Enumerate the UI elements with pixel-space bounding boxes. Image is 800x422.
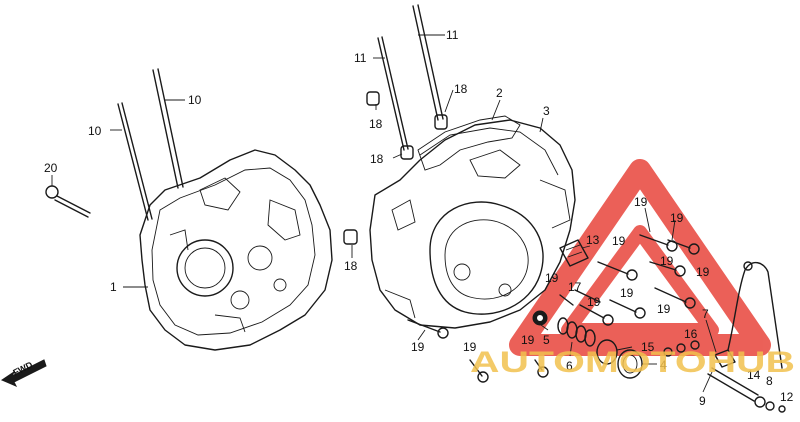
callout-labels: 1 2 3 4 5 6 7 8 9 10 10 11 11 12 13 14 1… xyxy=(44,28,794,408)
leader-lines xyxy=(51,34,717,393)
oring-15 xyxy=(596,339,618,365)
washers-16-17 xyxy=(663,340,700,357)
callout-19e: 19 xyxy=(587,295,601,309)
right-crankcase xyxy=(369,119,576,329)
bolt-19-f xyxy=(579,304,614,326)
callout-10a: 10 xyxy=(188,93,202,107)
callout-11a: 11 xyxy=(446,28,459,42)
callout-14: 14 xyxy=(747,368,761,382)
bolt-19-b xyxy=(667,239,700,255)
fwd-arrow-icon: FWD xyxy=(0,359,47,387)
stud-bolts-10 xyxy=(117,68,184,221)
bolt-20 xyxy=(45,185,91,218)
oil-screen-13 xyxy=(559,239,589,267)
bolt-19-l xyxy=(559,294,574,306)
callout-18d: 18 xyxy=(344,259,358,273)
callout-18a: 18 xyxy=(454,82,468,96)
callout-19b: 19 xyxy=(670,211,684,225)
callout-19i: 19 xyxy=(411,340,425,354)
callout-18c: 18 xyxy=(370,152,384,166)
bolt-19-i xyxy=(407,319,449,339)
callout-12: 12 xyxy=(780,390,794,404)
callout-2: 2 xyxy=(496,86,503,100)
callout-19d: 19 xyxy=(696,265,710,279)
collars-6 xyxy=(557,317,596,347)
shaft-9 xyxy=(707,367,786,413)
callout-6: 6 xyxy=(566,359,573,373)
bolt-19-g xyxy=(609,299,646,319)
callout-8: 8 xyxy=(766,374,773,388)
callout-4: 4 xyxy=(660,358,667,372)
stud-bolts-11 xyxy=(377,4,448,151)
callout-19k: 19 xyxy=(521,333,535,347)
bolt-19-e xyxy=(574,289,601,303)
callout-19a: 19 xyxy=(634,195,648,209)
gasket-2 xyxy=(417,115,521,171)
callout-9: 9 xyxy=(699,394,706,408)
bolt-19-h xyxy=(654,287,696,309)
dowel-pin-18-left xyxy=(343,229,358,245)
callout-11b: 11 xyxy=(354,51,367,65)
neutral-switch-7 xyxy=(714,261,783,369)
callout-18b: 18 xyxy=(369,117,383,131)
callout-5: 5 xyxy=(543,333,550,347)
bolt-19-j xyxy=(469,359,489,383)
callout-19h: 19 xyxy=(660,254,674,268)
callout-10b: 10 xyxy=(88,124,102,138)
callout-1: 1 xyxy=(110,280,117,294)
dowel-pins-18 xyxy=(366,91,414,160)
oil-seal-5 xyxy=(532,310,548,326)
callout-3: 3 xyxy=(543,104,550,118)
bolt-19-k xyxy=(534,359,549,378)
callout-13: 13 xyxy=(586,233,600,247)
bolts-19-cluster xyxy=(407,234,700,383)
callout-7: 7 xyxy=(702,307,709,321)
callout-20: 20 xyxy=(44,161,58,175)
bolt-19-c xyxy=(597,261,638,281)
callout-15: 15 xyxy=(641,340,655,354)
watermark-text: AUTOMOTOHUB xyxy=(470,346,795,379)
callout-19j: 19 xyxy=(463,340,477,354)
bolt-19-d xyxy=(649,261,686,277)
callout-19f: 19 xyxy=(620,286,634,300)
watermark-logo-icon xyxy=(509,159,771,356)
callout-16: 16 xyxy=(684,327,698,341)
callout-19c: 19 xyxy=(612,234,626,248)
callout-19g: 19 xyxy=(657,302,671,316)
callout-19l: 19 xyxy=(545,271,559,285)
callout-17: 17 xyxy=(568,280,582,294)
left-crankcase xyxy=(139,149,333,351)
